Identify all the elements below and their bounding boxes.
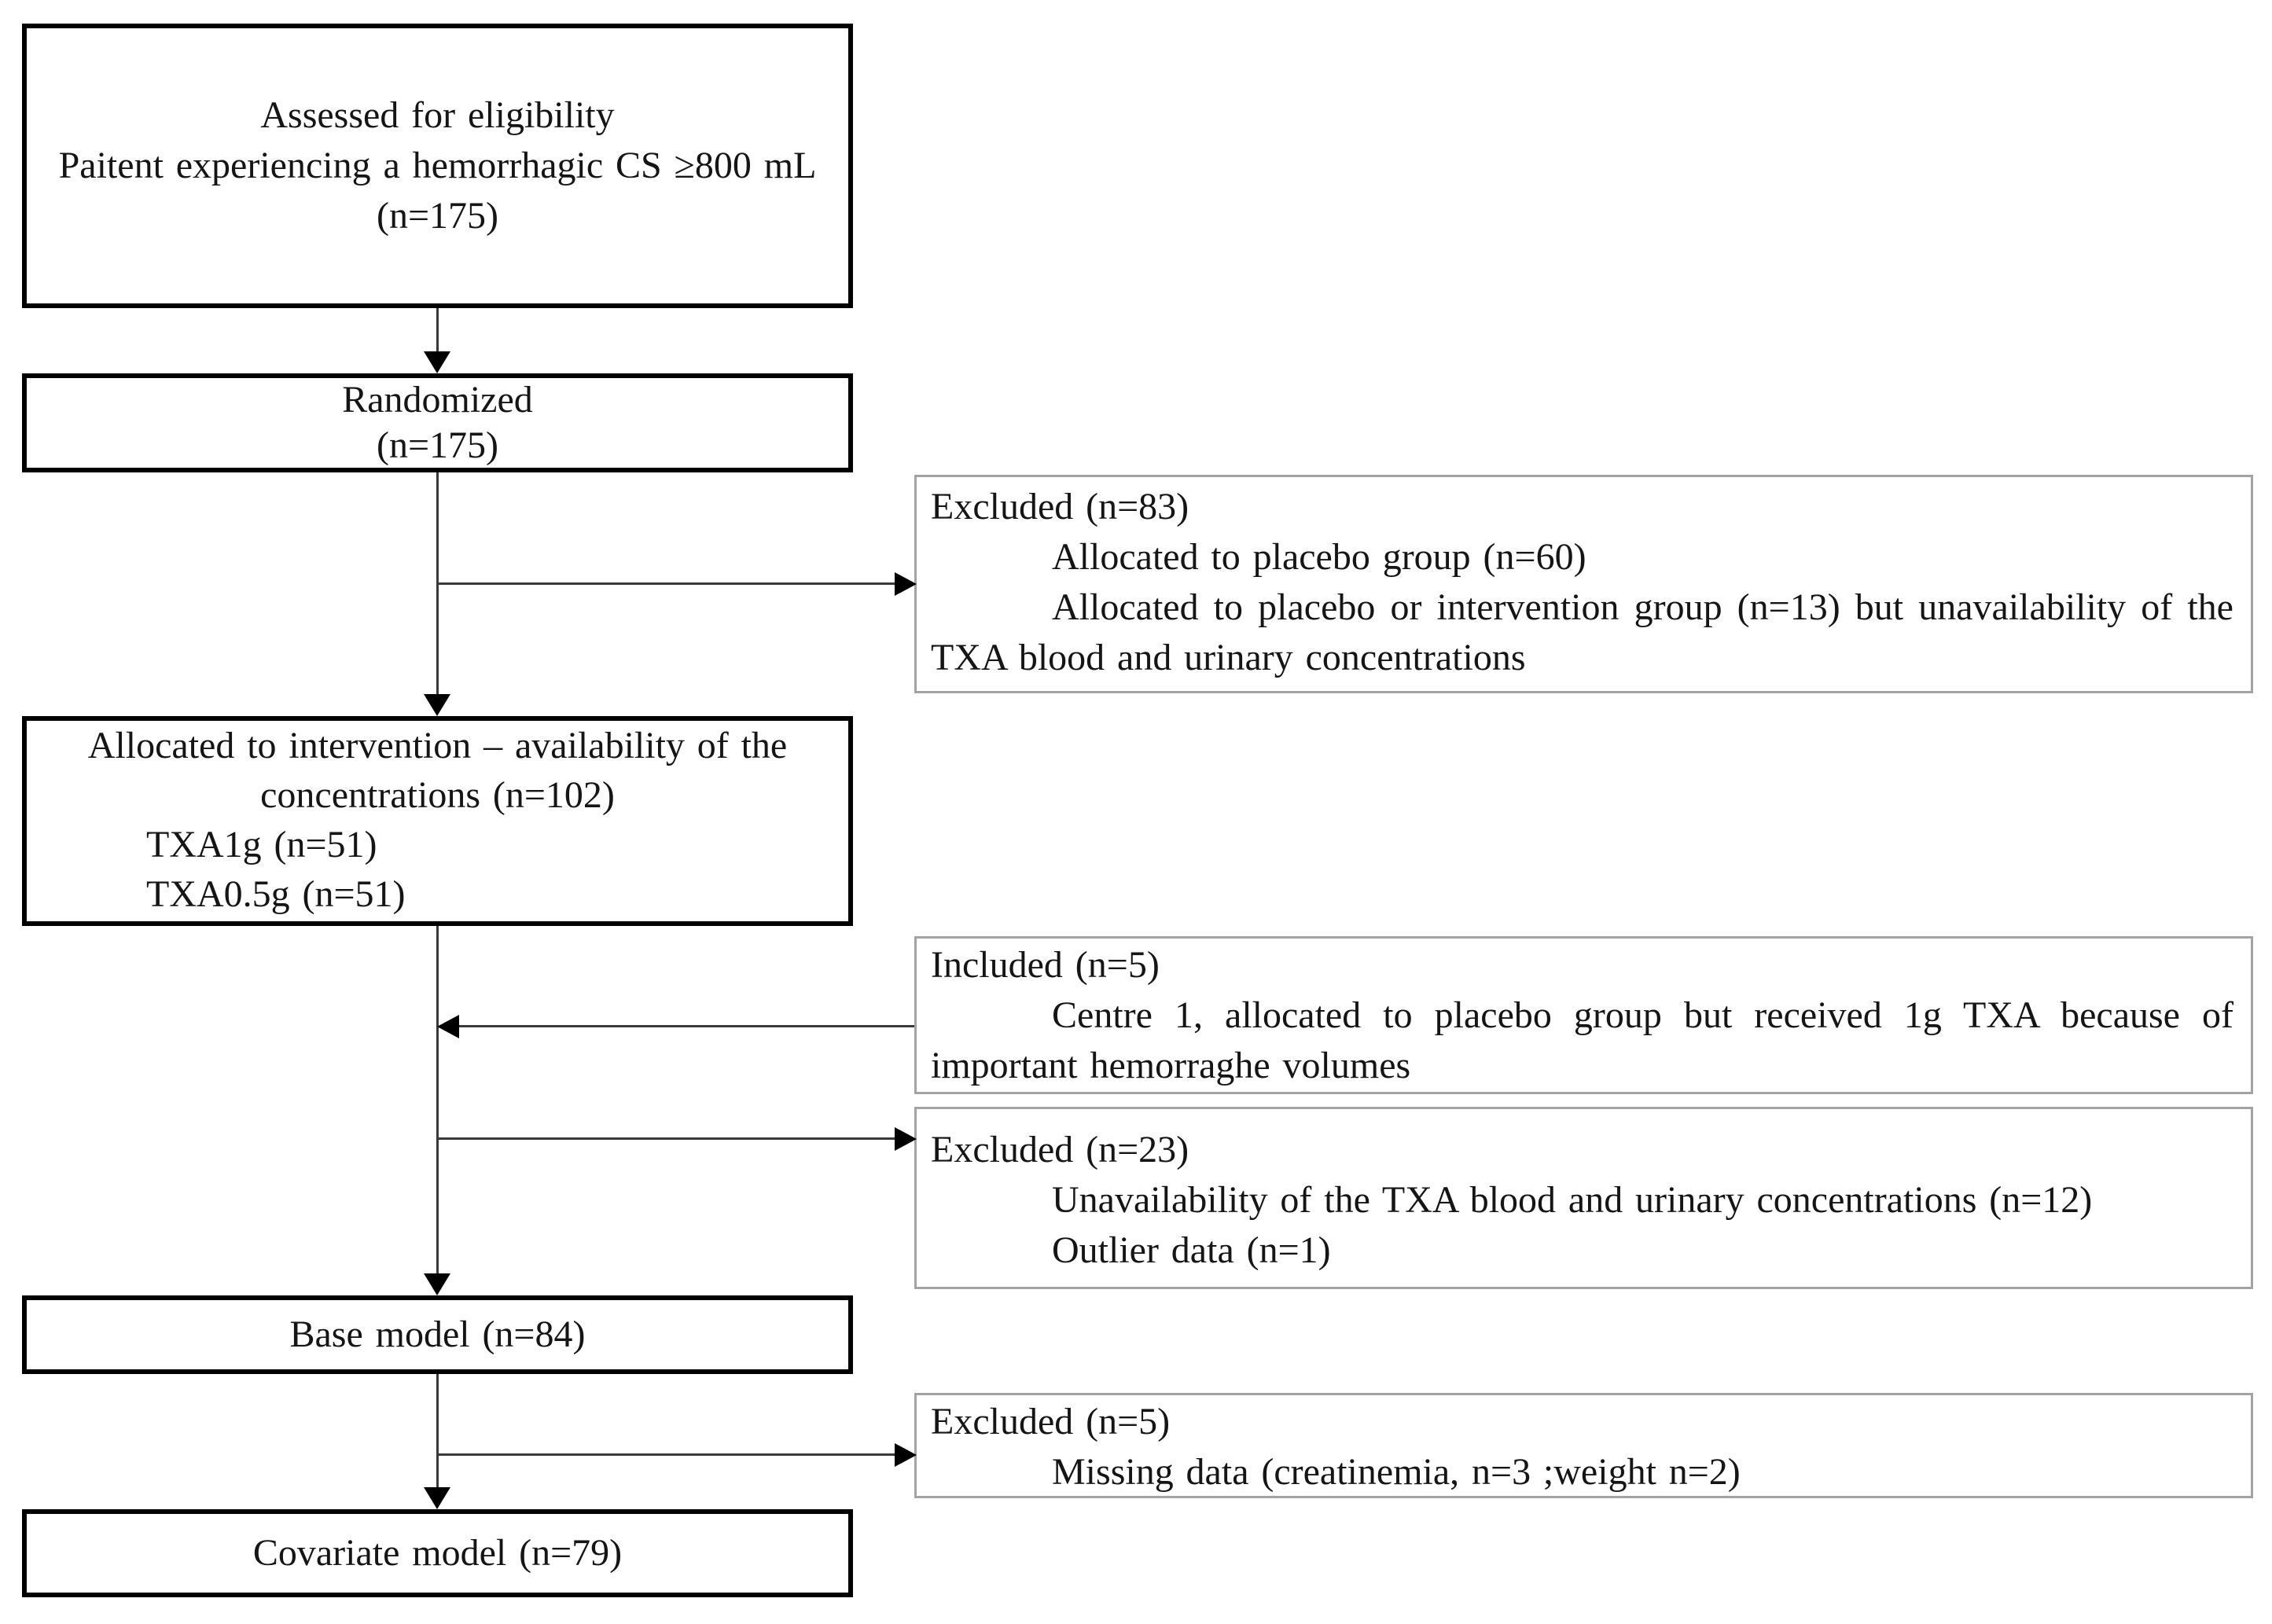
arrowhead-down-covariate-model (424, 1487, 450, 1509)
arrowhead-right-excluded-randomization (895, 572, 917, 596)
excluded-base-item-1: Unavailability of the TXA blood and urin… (1052, 1179, 2093, 1221)
arrowhead-left-included (437, 1015, 459, 1038)
connector-allocated-to-base-model (436, 926, 439, 1277)
assessed-line-1: Assessed for eligibility (260, 94, 615, 136)
included-item-1: Centre 1, allocated to placebo group but… (931, 994, 2233, 1086)
connector-branch-excluded-covariate-model (437, 1453, 896, 1456)
excluded-base-title: Excluded (n=23) (931, 1129, 1189, 1170)
randomized-line-2: (n=175) (376, 424, 499, 466)
connector-assessed-to-randomized (436, 308, 439, 355)
arrowhead-down-allocated (424, 694, 450, 716)
allocated-headline: Allocated to intervention – availability… (87, 725, 788, 816)
covariate-model-label: Covariate model (n=79) (252, 1532, 623, 1574)
assessed-line-3: (n=175) (376, 195, 499, 237)
allocated-arm-txa05g: TXA0.5g (n=51) (146, 873, 406, 915)
connector-included-to-main-line (459, 1025, 914, 1027)
arrowhead-right-excluded-base-model (895, 1127, 917, 1151)
box-assessed-for-eligibility: Assessed for eligibility Paitent experie… (22, 24, 853, 308)
excluded-covariate-item-1: Missing data (creatinemia, n=3 ;weight n… (1052, 1451, 1741, 1493)
base-model-label: Base model (n=84) (289, 1314, 586, 1355)
box-excluded-before-covariate-model: Excluded (n=5) Missing data (creatinemia… (914, 1393, 2253, 1498)
excluded-covariate-title: Excluded (n=5) (931, 1401, 1171, 1442)
connector-branch-excluded-randomization (437, 582, 896, 585)
allocated-arm-txa1g: TXA1g (n=51) (146, 824, 377, 865)
connector-randomized-to-allocated (436, 472, 439, 698)
box-base-model: Base model (n=84) (22, 1295, 853, 1374)
arrowhead-down-randomized (424, 351, 450, 373)
excluded-randomization-item-1: Allocated to placebo group (n=60) (1052, 536, 1586, 578)
excluded-randomization-item-2: Allocated to placebo or intervention gro… (931, 586, 2233, 678)
randomized-line-1: Randomized (342, 379, 533, 421)
included-title: Included (n=5) (931, 944, 1160, 986)
box-excluded-after-randomization: Excluded (n=83) Allocated to placebo gro… (914, 475, 2253, 693)
connector-branch-excluded-base-model (437, 1137, 896, 1140)
excluded-base-item-2: Outlier data (n=1) (1052, 1229, 1331, 1271)
box-allocated-to-intervention: Allocated to intervention – availability… (22, 716, 853, 926)
arrowhead-right-excluded-covariate-model (895, 1443, 917, 1467)
box-covariate-model: Covariate model (n=79) (22, 1509, 853, 1597)
excluded-randomization-title: Excluded (n=83) (931, 486, 1189, 527)
box-randomized: Randomized (n=175) (22, 373, 853, 472)
box-included: Included (n=5) Centre 1, allocated to pl… (914, 936, 2253, 1094)
connector-base-to-covariate-model (436, 1374, 439, 1491)
arrowhead-down-base-model (424, 1273, 450, 1295)
assessed-line-2: Paitent experiencing a hemorrhagic CS ≥8… (58, 145, 817, 186)
box-excluded-before-base-model: Excluded (n=23) Unavailability of the TX… (914, 1107, 2253, 1289)
